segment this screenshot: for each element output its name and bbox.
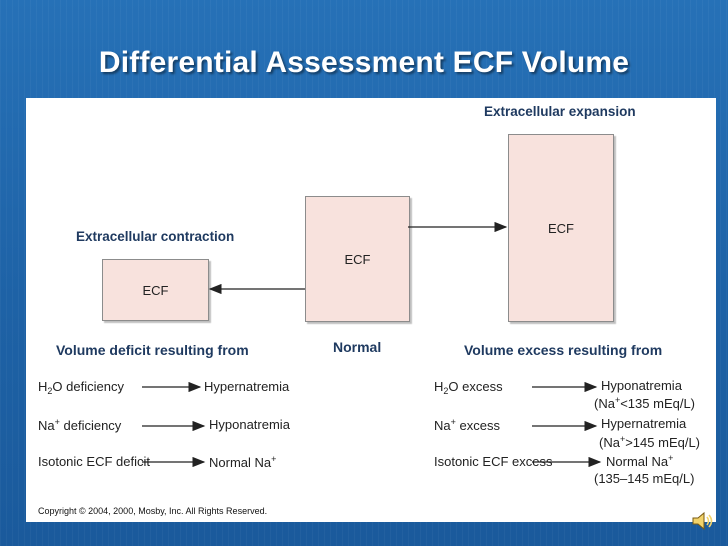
deficit-result-3: Normal Na+	[209, 454, 277, 470]
normal-label: Normal	[333, 339, 382, 355]
deficit-cause-1: H2O deficiency	[38, 379, 124, 396]
deficit-result-2: Hyponatremia	[209, 417, 290, 432]
contracted-ecf-box: ECF	[102, 259, 209, 321]
slide-title: Differential Assessment ECF Volume	[98, 46, 630, 79]
copyright-text: Copyright © 2004, 2000, Mosby, Inc. All …	[38, 506, 268, 516]
deficit-cause-2: Na+ deficiency	[38, 417, 122, 433]
normal-ecf-label: ECF	[344, 251, 371, 267]
expansion-heading: Extracellular expansion	[484, 104, 636, 119]
excess-range-1: (Na+<135 mEq/L)	[594, 395, 696, 411]
deficit-result-1: Hypernatremia	[204, 379, 290, 394]
expanded-ecf-box: ECF	[508, 134, 614, 322]
contraction-heading: Extracellular contraction	[76, 229, 235, 244]
diagram-panel: Extracellular expansion Extracellular co…	[26, 98, 716, 522]
excess-range-3: (135–145 mEq/L)	[594, 471, 695, 486]
deficit-heading: Volume deficit resulting from	[56, 342, 249, 358]
expanded-ecf-label: ECF	[548, 220, 574, 236]
excess-result-2: Hypernatremia	[601, 416, 687, 431]
excess-result-1: Hyponatremia	[601, 378, 682, 393]
deficit-cause-3: Isotonic ECF deficit	[38, 454, 150, 469]
excess-result-3: Normal Na+	[606, 453, 674, 469]
excess-cause-3: Isotonic ECF excess	[434, 454, 553, 469]
contracted-ecf-label: ECF	[142, 282, 169, 298]
normal-ecf-box: ECF	[305, 196, 410, 322]
excess-cause-1: H2O excess	[434, 379, 503, 396]
speaker-icon[interactable]	[690, 508, 716, 534]
excess-heading: Volume excess resulting from	[464, 342, 663, 358]
excess-cause-2: Na+ excess	[434, 417, 500, 433]
excess-range-2: (Na+>145 mEq/L)	[599, 434, 701, 450]
arrows-layer	[142, 221, 602, 468]
